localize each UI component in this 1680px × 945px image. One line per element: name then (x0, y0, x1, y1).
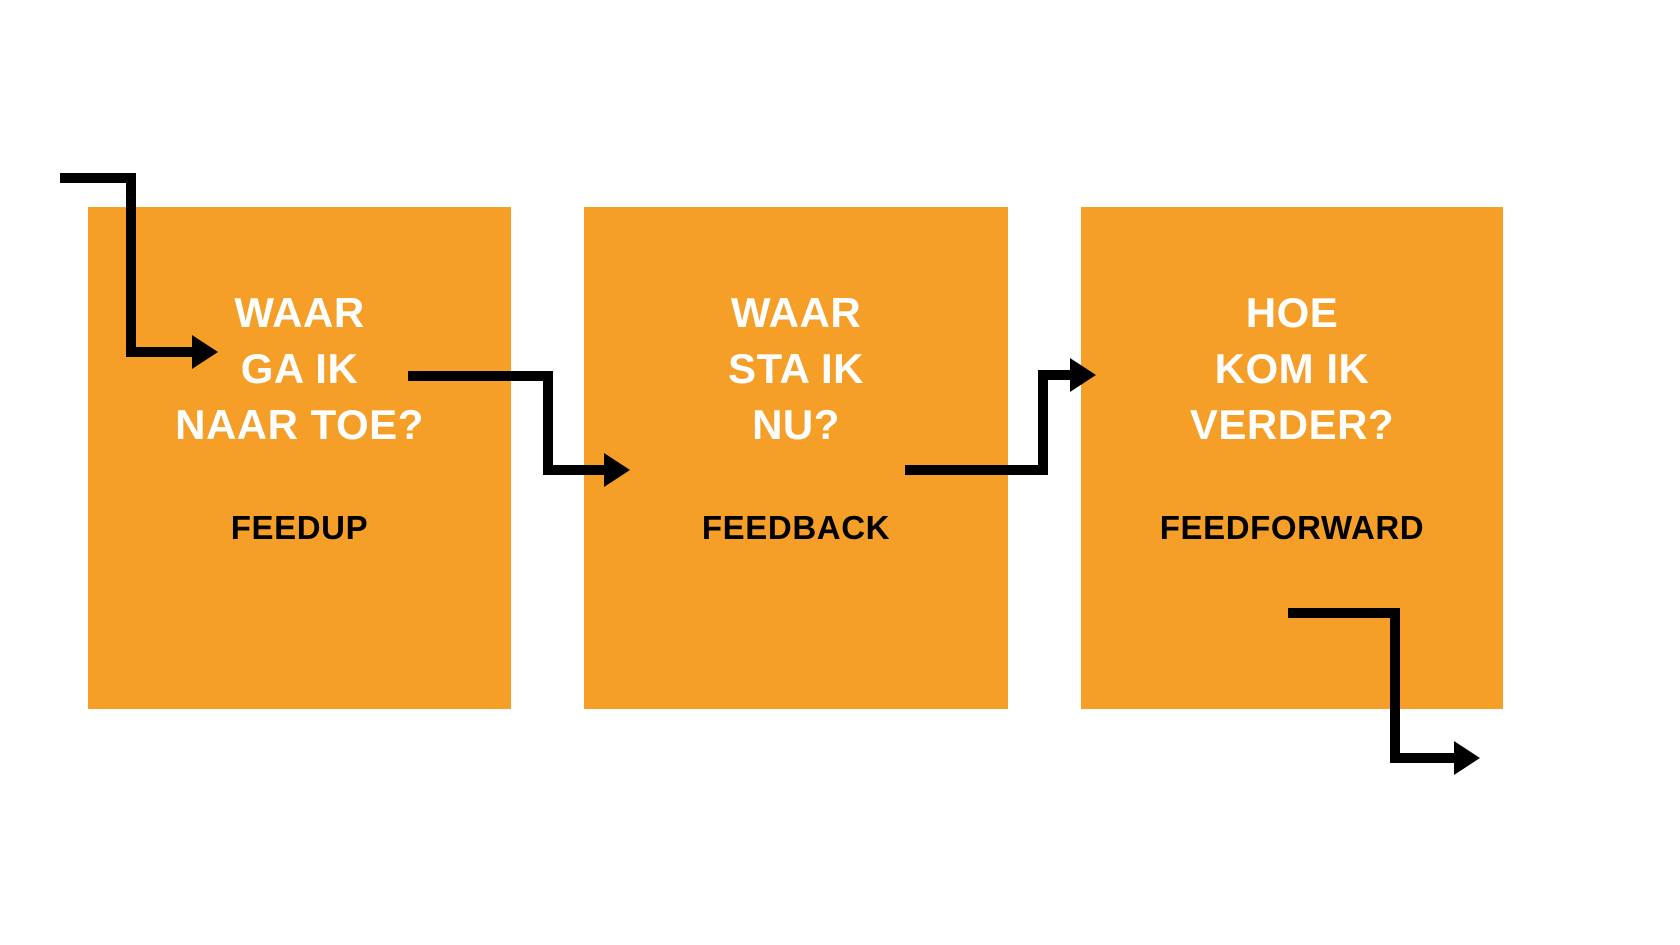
process-box-feedforward[interactable]: HOE KOM IK VERDER? FEEDFORWARD (1081, 207, 1503, 709)
exit-arrow-head-icon (1454, 741, 1480, 775)
box-caption-feedforward: FEEDFORWARD (1159, 509, 1425, 546)
box-caption-feedback: FEEDBACK (701, 509, 891, 546)
entry-arrow-head-icon (192, 335, 218, 369)
box-question-feedback: WAAR STA IK NU? (728, 289, 864, 448)
feedback-to-feedforward-arrow (905, 370, 1070, 475)
feedback-to-feedforward-arrow-head-icon (1070, 358, 1096, 392)
box-caption-feedup: FEEDUP (230, 509, 369, 546)
entry-arrow (60, 173, 192, 357)
box-question-feedforward: HOE KOM IK VERDER? (1189, 289, 1395, 448)
process-box-feedback[interactable]: WAAR STA IK NU? FEEDBACK (584, 207, 1008, 709)
feedup-to-feedback-arrow-head-icon (604, 453, 630, 487)
feedup-to-feedback-arrow (408, 371, 604, 475)
box-question-feedup: WAAR GA IK NAAR TOE? (175, 289, 424, 448)
exit-arrow (1288, 608, 1454, 763)
process-box-feedup[interactable]: WAAR GA IK NAAR TOE? FEEDUP (88, 207, 511, 709)
